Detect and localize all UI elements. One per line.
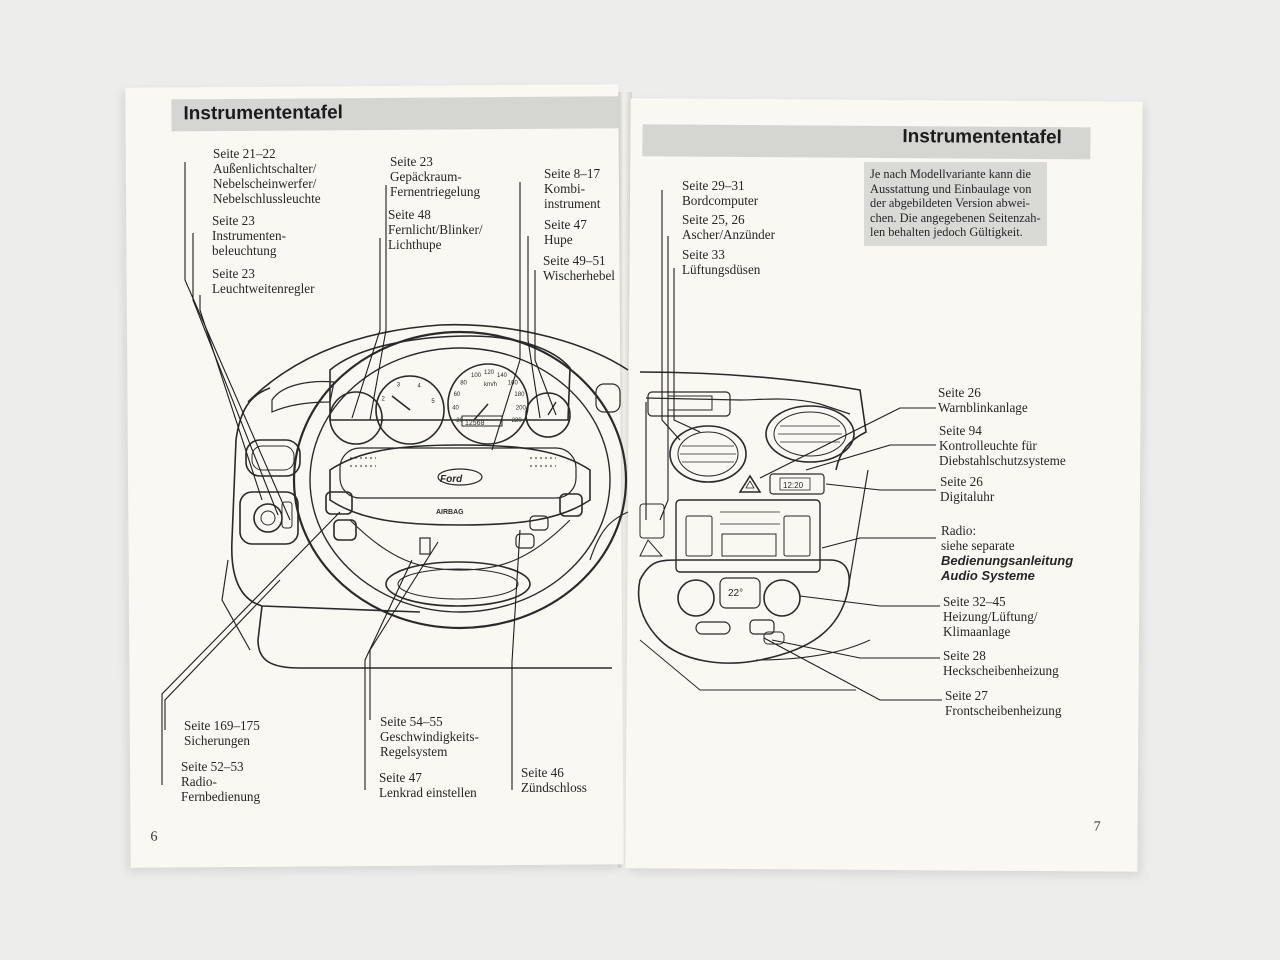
speedometer-tick-label: 100 bbox=[471, 373, 482, 379]
speedometer-tick-label: 140 bbox=[497, 373, 508, 379]
airbag-label: AIRBAG bbox=[436, 509, 464, 516]
speedometer-tick-label: 180 bbox=[514, 392, 525, 398]
speedometer-tick-label: 160 bbox=[508, 381, 519, 387]
tachometer-tick-label: 4 bbox=[417, 384, 421, 390]
clock-readout: 12:20 bbox=[783, 481, 804, 490]
tachometer-tick-label: 5 bbox=[431, 399, 435, 405]
speedometer-tick-label: 40 bbox=[452, 405, 459, 411]
speedometer-tick-label: 200 bbox=[516, 405, 527, 411]
speedometer-tick-label: 60 bbox=[454, 392, 461, 398]
tachometer-tick-label: 1 bbox=[381, 417, 385, 423]
tachometer-ticks: 1 2 3 4 5 bbox=[381, 383, 436, 424]
tachometer-tick-label: 3 bbox=[397, 383, 401, 389]
speedometer-tick-label: 80 bbox=[460, 381, 467, 387]
speedometer-tick-label: 20 bbox=[456, 418, 463, 424]
temperature-readout: 22° bbox=[728, 588, 743, 599]
brand-logo-text: Ford bbox=[440, 474, 463, 485]
speed-unit-label: km/h bbox=[484, 382, 497, 388]
tachometer-tick-label: 2 bbox=[382, 397, 386, 403]
odometer-readout: 12568 bbox=[465, 420, 485, 427]
speedometer-tick-label: 220 bbox=[512, 418, 523, 424]
speedometer-tick-label: 120 bbox=[484, 370, 495, 376]
